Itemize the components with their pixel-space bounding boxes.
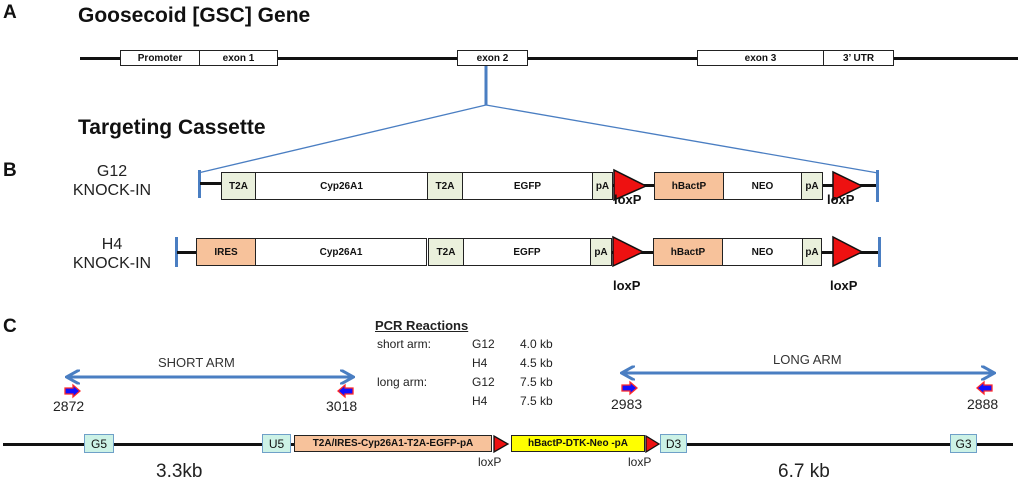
insert-egfp-cassette: T2A/IRES-Cyp26A1-T2A-EGFP-pA (294, 435, 492, 452)
primer-3018-icon (337, 383, 354, 399)
h4-right-boundary (878, 237, 881, 267)
short-arm-label: SHORT ARM (158, 355, 235, 370)
short-arm-size: 3.3kb (156, 461, 203, 482)
g12-cyp26a1: Cyp26A1 (255, 172, 428, 200)
pcr-title: PCR Reactions (375, 318, 469, 333)
h4-left-boundary (175, 237, 178, 267)
panel-a-letter: A (3, 2, 17, 23)
primer-2872-label: 2872 (53, 398, 85, 414)
pcr-row-3-size: 7.5 kb (520, 375, 553, 389)
pcr-row-2-size: 4.5 kb (520, 356, 553, 370)
g12-loxp-label-1: loxP (614, 192, 642, 207)
pcr-row-3-arm: long arm: (377, 375, 428, 389)
probe-d3: D3 (660, 434, 687, 453)
h4-name: H4 (101, 236, 123, 253)
pcr-row-1-size: 4.0 kb (520, 337, 553, 351)
h4-backbone-start (177, 251, 197, 254)
gene-backbone-left (80, 57, 120, 60)
pcr-row-1-clone: G12 (472, 337, 495, 351)
g12-label: G12 KNOCK-IN (62, 162, 162, 200)
h4-loxp-label-1: loxP (613, 278, 641, 293)
g12-t2a-2: T2A (427, 172, 463, 200)
panel-c-letter: C (3, 316, 17, 337)
locus-backbone-3 (291, 443, 295, 446)
g12-pa-1: pA (592, 172, 613, 200)
insert-neo-cassette: hBactP-DTK-Neo -pA (511, 435, 645, 452)
g12-t2a-1: T2A (221, 172, 256, 200)
zoom-line-left (197, 104, 487, 174)
h4-pa-2: pA (802, 238, 822, 266)
h4-ires: IRES (196, 238, 256, 266)
gene-3utr: 3’ UTR (823, 50, 894, 66)
h4-pa-1: pA (590, 238, 612, 266)
g12-neo: NEO (723, 172, 802, 200)
gene-backbone-right (894, 57, 1018, 60)
g12-type: KNOCK-IN (72, 182, 152, 199)
gene-backbone-mid1 (278, 57, 458, 60)
primer-2888-label: 2888 (967, 396, 999, 412)
primer-2983-icon (621, 380, 638, 396)
pcr-row-2-clone: H4 (472, 356, 488, 370)
gene-exon-2: exon 2 (457, 50, 528, 66)
pcr-row-1-arm: short arm: (377, 337, 432, 351)
probe-g3: G3 (950, 434, 977, 453)
h4-cyp26a1: Cyp26A1 (255, 238, 427, 266)
pcr-row-4-clone: H4 (472, 394, 488, 408)
panel-b-letter: B (3, 160, 17, 181)
h4-neo: NEO (722, 238, 803, 266)
g12-loxp-label-2: loxP (827, 192, 855, 207)
primer-2888-icon (976, 380, 993, 396)
h4-egfp: EGFP (463, 238, 591, 266)
gene-title: Goosecoid [GSC] Gene (78, 4, 311, 27)
gene-exon-1: exon 1 (199, 50, 278, 66)
g12-right-boundary (876, 170, 879, 202)
locus-loxp-label-1: loxP (478, 455, 502, 469)
primer-3018-label: 3018 (326, 398, 358, 414)
long-arm-size: 6.7 kb (778, 461, 830, 482)
pcr-row-3-clone: G12 (472, 375, 495, 389)
zoom-line-right (485, 104, 879, 174)
locus-backbone-1 (3, 443, 85, 446)
locus-backbone-2 (114, 443, 263, 446)
gene-backbone-mid2 (528, 57, 698, 60)
g12-pa-2: pA (801, 172, 823, 200)
locus-backbone-4 (687, 443, 951, 446)
g12-hbactp: hBactP (654, 172, 724, 200)
long-arm-label: LONG ARM (773, 352, 842, 367)
cassette-title: Targeting Cassette (78, 116, 266, 139)
h4-label: H4 KNOCK-IN (62, 235, 162, 273)
locus-backbone-5 (977, 443, 1013, 446)
h4-type: KNOCK-IN (72, 255, 152, 272)
locus-loxp-label-2: loxP (628, 455, 652, 469)
g12-egfp: EGFP (462, 172, 593, 200)
gene-promoter: Promoter (120, 50, 200, 66)
primer-2983-label: 2983 (611, 396, 643, 412)
pcr-row-4-size: 7.5 kb (520, 394, 553, 408)
h4-t2a: T2A (428, 238, 464, 266)
probe-u5: U5 (262, 434, 291, 453)
g12-left-boundary (198, 170, 201, 198)
g12-backbone-start (200, 182, 222, 185)
h4-loxp-label-2: loxP (830, 278, 858, 293)
probe-g5: G5 (84, 434, 114, 453)
g12-name: G12 (96, 163, 128, 180)
primer-2872-icon (64, 383, 81, 399)
